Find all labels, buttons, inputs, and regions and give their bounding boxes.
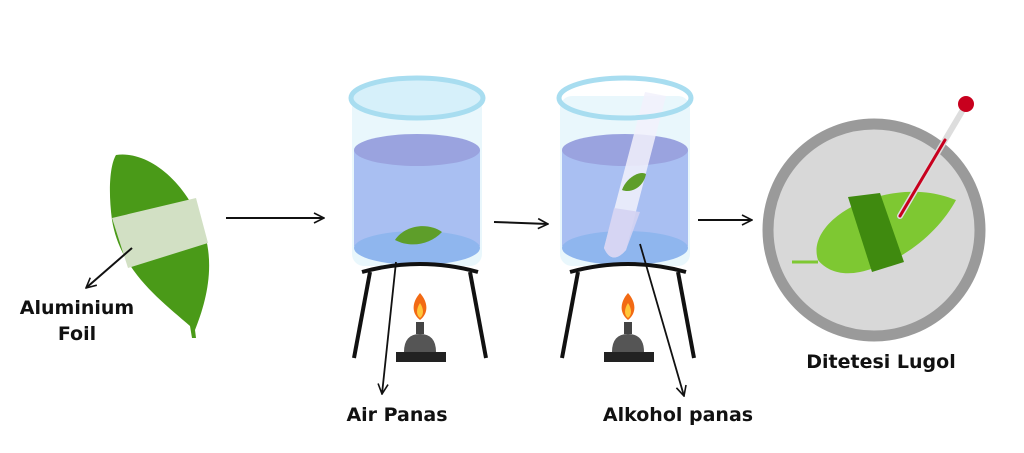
bunsen-burner-2 [604,293,654,362]
tube-leaf [622,172,646,192]
water-surface [354,134,480,166]
petri-dish [762,118,986,342]
hot-water-pointer [382,261,397,394]
hot-water-label: Air Panas [346,404,448,426]
beaker-hot-alcohol [556,75,694,266]
beaker-rim [348,75,486,121]
tripod-stand-2 [560,262,696,359]
hot-alcohol-pointer [639,243,684,396]
foil-covered-region [848,193,904,272]
hot-alcohol-label: Alkohol panas [602,404,754,426]
aluminium-foil-label: Aluminium Foil [2,296,152,347]
test-tube [604,92,666,258]
arrow-step2-to-step3 [493,222,548,224]
beaker-bottom [354,231,480,265]
beaker-rim [556,75,694,121]
water-body [354,150,480,259]
beaker-hot-water [348,75,486,266]
aluminium-foil-label-line1: Aluminium [19,297,135,319]
dropper-icon [897,96,974,219]
foil-pointer-arrow [86,247,133,288]
foil-covered-leaf [109,154,210,338]
aluminium-foil-label-line2: Foil [57,322,97,345]
submerged-leaf [395,226,442,245]
lugol-label: Ditetesi Lugol [806,351,956,373]
water-surface [562,134,688,166]
aluminium-foil-band [112,198,208,268]
bunsen-burner-1 [396,293,446,362]
tripod-stand-1 [352,262,488,359]
